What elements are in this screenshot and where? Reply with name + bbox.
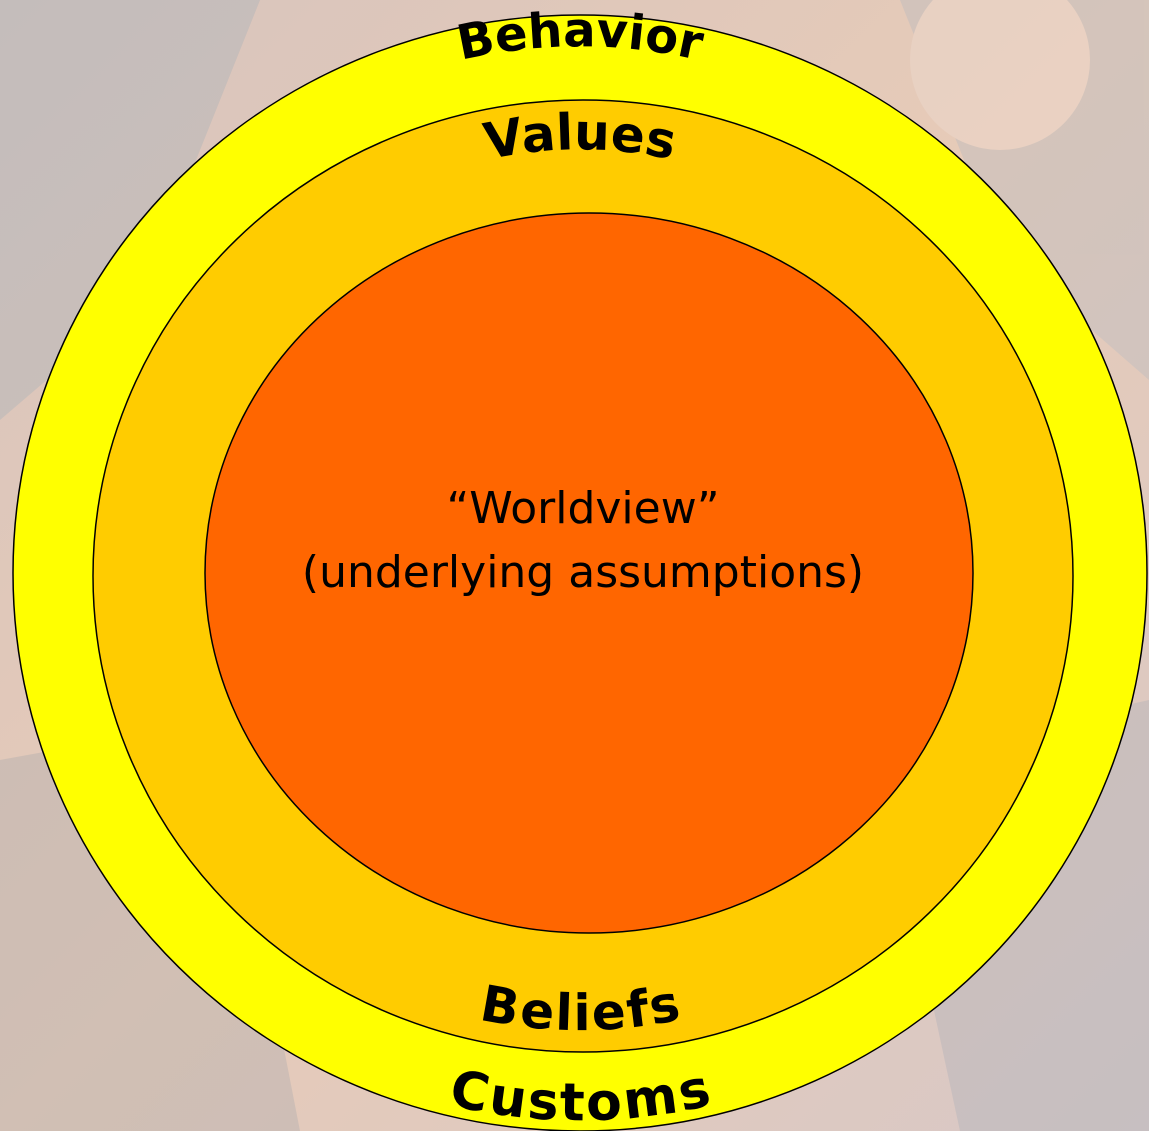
worldview-subtitle: (underlying assumptions) [302, 547, 864, 598]
values-label: Values [479, 103, 680, 171]
worldview-title: “Worldview” [446, 483, 719, 534]
inner-circle-worldview [204, 212, 974, 934]
